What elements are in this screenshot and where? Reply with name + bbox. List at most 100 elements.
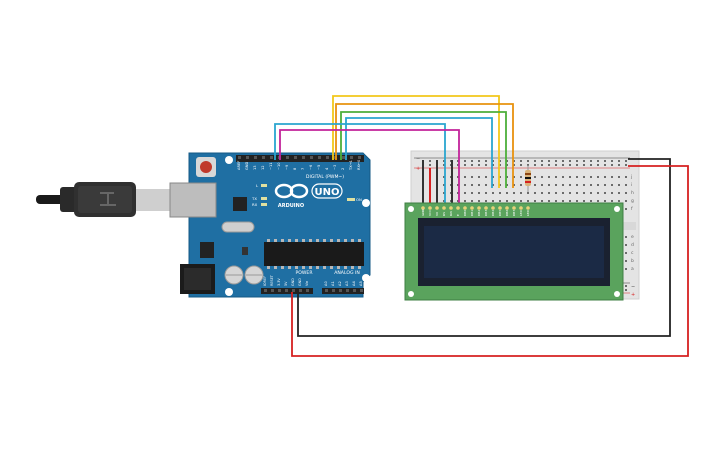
bb-hole[interactable]: [506, 176, 508, 178]
bb-hole[interactable]: [590, 192, 592, 194]
bb-hole[interactable]: [611, 176, 613, 178]
rail-hole[interactable]: [478, 164, 480, 166]
digital-pin[interactable]: [246, 156, 249, 159]
bb-hole[interactable]: [625, 176, 627, 178]
bb-hole[interactable]: [583, 200, 585, 202]
digital-pin[interactable]: [254, 156, 257, 159]
digital-pin[interactable]: [342, 156, 345, 159]
bb-hole[interactable]: [457, 184, 459, 186]
power-pin[interactable]: [306, 289, 309, 292]
rail-hole[interactable]: [625, 285, 627, 287]
rail-hole[interactable]: [534, 160, 536, 162]
bb-hole[interactable]: [471, 184, 473, 186]
bb-hole[interactable]: [471, 192, 473, 194]
bb-hole[interactable]: [597, 176, 599, 178]
digital-pin[interactable]: [238, 156, 241, 159]
bb-hole[interactable]: [499, 200, 501, 202]
lcd-pin[interactable]: [442, 206, 446, 210]
lcd-pin[interactable]: [491, 206, 495, 210]
rail-hole[interactable]: [569, 160, 571, 162]
bb-hole[interactable]: [492, 176, 494, 178]
bb-hole[interactable]: [625, 208, 627, 210]
bb-hole[interactable]: [604, 184, 606, 186]
rail-hole[interactable]: [541, 160, 543, 162]
bb-hole[interactable]: [513, 176, 515, 178]
signal-wires[interactable]: [274, 95, 514, 208]
rail-hole[interactable]: [520, 160, 522, 162]
bb-hole[interactable]: [562, 192, 564, 194]
rail-hole[interactable]: [611, 164, 613, 166]
bb-hole[interactable]: [478, 176, 480, 178]
bb-hole[interactable]: [457, 192, 459, 194]
rail-hole[interactable]: [513, 160, 515, 162]
bb-hole[interactable]: [548, 184, 550, 186]
bb-hole[interactable]: [583, 192, 585, 194]
bb-hole[interactable]: [520, 184, 522, 186]
rail-hole[interactable]: [555, 164, 557, 166]
digital-pin[interactable]: [310, 156, 313, 159]
bb-hole[interactable]: [555, 192, 557, 194]
bb-hole[interactable]: [590, 200, 592, 202]
rail-hole[interactable]: [457, 164, 459, 166]
rail-hole[interactable]: [443, 164, 445, 166]
bb-hole[interactable]: [471, 176, 473, 178]
lcd-pin[interactable]: [519, 206, 523, 210]
analog-pin[interactable]: [332, 289, 335, 292]
bb-hole[interactable]: [492, 192, 494, 194]
bb-hole[interactable]: [541, 200, 543, 202]
bb-hole[interactable]: [541, 184, 543, 186]
bb-hole[interactable]: [625, 236, 627, 238]
bb-hole[interactable]: [478, 184, 480, 186]
lcd-pin[interactable]: [428, 206, 432, 210]
analog-pin[interactable]: [360, 289, 363, 292]
bb-hole[interactable]: [478, 200, 480, 202]
power-pin[interactable]: [264, 289, 267, 292]
lcd-pin[interactable]: [463, 206, 467, 210]
rail-hole[interactable]: [562, 164, 564, 166]
bb-hole[interactable]: [541, 176, 543, 178]
lcd-pin[interactable]: [498, 206, 502, 210]
bb-hole[interactable]: [576, 184, 578, 186]
bb-hole[interactable]: [513, 192, 515, 194]
bb-hole[interactable]: [625, 252, 627, 254]
lcd-pin[interactable]: [505, 206, 509, 210]
bb-hole[interactable]: [520, 192, 522, 194]
bb-hole[interactable]: [443, 176, 445, 178]
bb-hole[interactable]: [478, 192, 480, 194]
bb-hole[interactable]: [443, 184, 445, 186]
rail-hole[interactable]: [590, 164, 592, 166]
power-pin[interactable]: [271, 289, 274, 292]
bb-hole[interactable]: [499, 184, 501, 186]
bb-hole[interactable]: [541, 192, 543, 194]
resistor[interactable]: [525, 165, 531, 192]
lcd-pin[interactable]: [484, 206, 488, 210]
bb-hole[interactable]: [527, 200, 529, 202]
power-pin[interactable]: [285, 289, 288, 292]
rail-hole[interactable]: [625, 289, 627, 291]
rail-hole[interactable]: [611, 160, 613, 162]
rail-hole[interactable]: [625, 160, 627, 162]
lcd-pin[interactable]: [512, 206, 516, 210]
bb-hole[interactable]: [604, 200, 606, 202]
bb-hole[interactable]: [464, 200, 466, 202]
digital-pin[interactable]: [326, 156, 329, 159]
bb-hole[interactable]: [506, 192, 508, 194]
digital-pin[interactable]: [294, 156, 297, 159]
rail-hole[interactable]: [604, 160, 606, 162]
lcd-pin[interactable]: [470, 206, 474, 210]
rail-hole[interactable]: [618, 164, 620, 166]
bb-hole[interactable]: [555, 184, 557, 186]
bb-hole[interactable]: [464, 192, 466, 194]
digital-pin[interactable]: [318, 156, 321, 159]
bb-hole[interactable]: [457, 176, 459, 178]
rail-hole[interactable]: [541, 164, 543, 166]
analog-pin[interactable]: [346, 289, 349, 292]
rail-hole[interactable]: [457, 160, 459, 162]
bb-hole[interactable]: [618, 192, 620, 194]
bb-hole[interactable]: [569, 176, 571, 178]
rail-hole[interactable]: [569, 164, 571, 166]
rail-hole[interactable]: [527, 160, 529, 162]
bb-hole[interactable]: [506, 200, 508, 202]
bb-hole[interactable]: [569, 200, 571, 202]
lcd-pin[interactable]: [477, 206, 481, 210]
